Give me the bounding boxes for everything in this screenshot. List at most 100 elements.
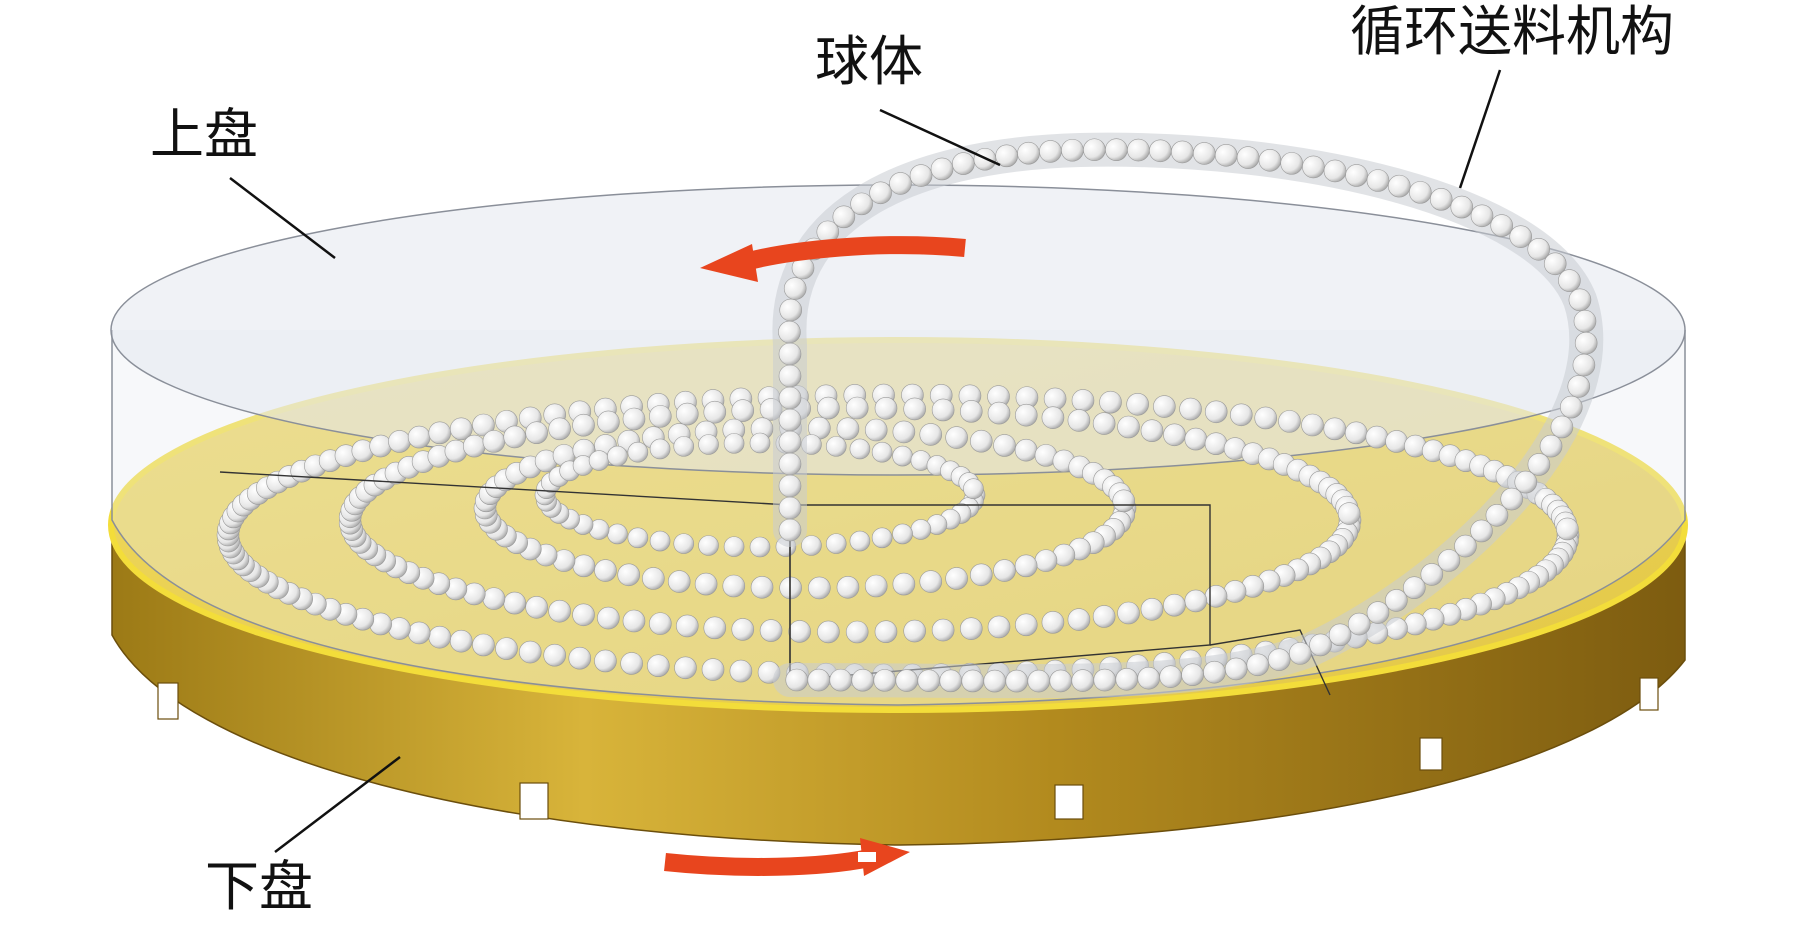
label-lower-disc: 下盘	[205, 855, 313, 918]
ball	[892, 523, 913, 545]
ball	[825, 533, 847, 554]
ball	[849, 530, 871, 552]
tube-ball	[983, 669, 1007, 693]
ball	[525, 595, 548, 619]
ball	[945, 567, 968, 590]
tube-ball	[1366, 169, 1390, 192]
ball	[993, 559, 1016, 582]
tube-ball	[778, 364, 802, 388]
ball	[1204, 584, 1228, 608]
ball	[428, 421, 452, 445]
ball	[388, 430, 411, 453]
tube-ball	[1509, 225, 1533, 248]
ball	[449, 629, 473, 653]
ball	[675, 402, 699, 426]
ball	[801, 535, 822, 556]
tube-ball	[1543, 252, 1567, 276]
ball	[627, 441, 649, 463]
ball	[649, 405, 672, 428]
tube-ball	[779, 298, 803, 322]
tube-ball	[1181, 663, 1204, 687]
ball	[1385, 430, 1408, 453]
tube-ball	[1527, 237, 1551, 261]
leader-ball	[879, 108, 1001, 167]
leader-upper-disc	[229, 177, 336, 259]
ball	[987, 615, 1011, 639]
tube-ball	[1567, 375, 1591, 398]
ball	[723, 433, 745, 454]
tube-ball	[1288, 642, 1312, 665]
tube-ball	[850, 192, 873, 216]
ball	[969, 429, 993, 453]
upper-rotation-arrow	[700, 236, 966, 282]
ball	[723, 536, 745, 557]
ball	[1163, 593, 1186, 617]
tube-ball	[889, 172, 912, 195]
tube-ball	[1071, 669, 1095, 692]
ball	[1184, 427, 1208, 451]
tube-ball	[1454, 534, 1477, 558]
tube-ball	[778, 452, 802, 476]
ball	[1041, 611, 1065, 634]
ball	[548, 599, 571, 623]
ball	[903, 397, 926, 421]
ball	[1140, 419, 1164, 443]
tube-ball	[1450, 195, 1474, 219]
ball	[649, 612, 672, 635]
tube-ball	[1485, 504, 1509, 527]
ball	[503, 425, 527, 449]
ball	[845, 396, 869, 420]
label-upper-disc: 上盘	[150, 103, 258, 166]
tube-ball	[1236, 146, 1260, 169]
ball	[892, 420, 916, 444]
ball	[993, 434, 1016, 457]
ball	[449, 417, 473, 441]
ball	[482, 587, 506, 610]
ball	[1014, 438, 1038, 462]
ball	[931, 618, 955, 642]
tube-ball	[1558, 269, 1581, 292]
tube-ball	[1568, 288, 1592, 312]
ball	[703, 616, 727, 640]
ball	[808, 576, 831, 600]
tube-ball	[1309, 633, 1332, 657]
tube-ball	[1159, 665, 1182, 688]
tube-ball	[1027, 669, 1051, 693]
tube-ball	[1345, 164, 1368, 187]
ball	[667, 570, 691, 593]
ball	[1034, 549, 1058, 572]
ball	[919, 423, 943, 446]
tube-ball	[1385, 589, 1408, 612]
ball	[1153, 395, 1176, 418]
leader-lines	[229, 69, 1502, 853]
ball	[731, 399, 755, 422]
ball	[673, 533, 695, 554]
ball	[845, 620, 869, 644]
tube-ball	[1387, 174, 1411, 198]
ball	[903, 619, 926, 643]
tube-ball	[1192, 142, 1216, 165]
ball	[945, 426, 968, 449]
tube-ball	[778, 386, 802, 410]
tube-ball	[1490, 214, 1514, 237]
tube-ball	[1137, 666, 1161, 690]
feed-tube-balls	[778, 138, 1598, 693]
ball	[622, 609, 646, 633]
ball	[1112, 489, 1136, 513]
tube-ball	[917, 669, 941, 692]
ball	[919, 570, 943, 593]
tube-ball	[1115, 667, 1139, 691]
tube-ball	[1328, 623, 1352, 647]
tube-ball	[895, 669, 919, 692]
tube-ball	[1323, 159, 1347, 183]
ball	[407, 425, 431, 449]
tube-ball	[1149, 139, 1172, 163]
label-ball: 球体	[815, 30, 923, 93]
ball	[1365, 425, 1389, 449]
ball	[817, 620, 840, 644]
tube-ball	[829, 668, 853, 692]
tube-ball	[1429, 188, 1453, 211]
ball	[698, 434, 719, 455]
tube-ball	[1514, 470, 1538, 494]
ball	[749, 536, 771, 558]
